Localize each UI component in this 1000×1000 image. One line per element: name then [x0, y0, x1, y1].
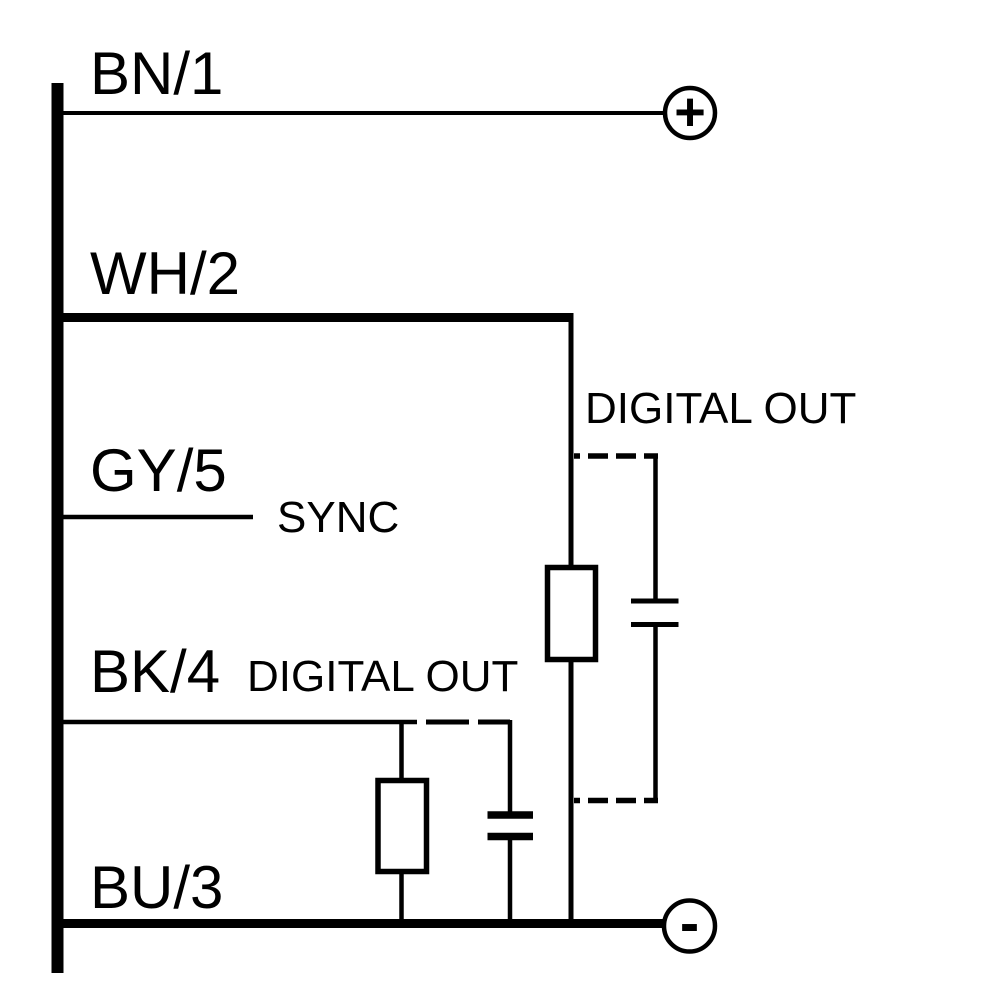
pin-bn1-circuit: BN/1 +: [63, 40, 718, 142]
pin-label-wh2: WH/2: [90, 240, 240, 307]
pin-label-bk4: BK/4: [90, 638, 220, 705]
pin-bu3-circuit: BU/3 -: [52, 854, 718, 956]
negative-terminal-circle: [661, 898, 718, 954]
pin-label-bn1: BN/1: [90, 40, 223, 107]
pin-label-gy5: GY/5: [90, 437, 227, 504]
sync-label: SYNC: [277, 493, 399, 542]
plus-icon: +: [674, 82, 706, 142]
positive-terminal-circle: [662, 85, 718, 141]
digital-out-left-label: DIGITAL OUT: [247, 652, 518, 701]
pin-gy5-circuit: GY/5 SYNC: [63, 437, 399, 542]
pin-wh2-circuit: WH/2 DIGITAL OUT: [63, 240, 856, 920]
resistor-right: [544, 564, 599, 663]
resistor-left: [375, 777, 430, 875]
minus-icon: -: [680, 891, 699, 956]
digital-out-right-label: DIGITAL OUT: [585, 384, 856, 433]
pin-label-bu3: BU/3: [90, 854, 223, 921]
connector-bus-bar: [51, 83, 64, 973]
pin-bk4-circuit: BK/4 DIGITAL OUT: [63, 638, 533, 921]
